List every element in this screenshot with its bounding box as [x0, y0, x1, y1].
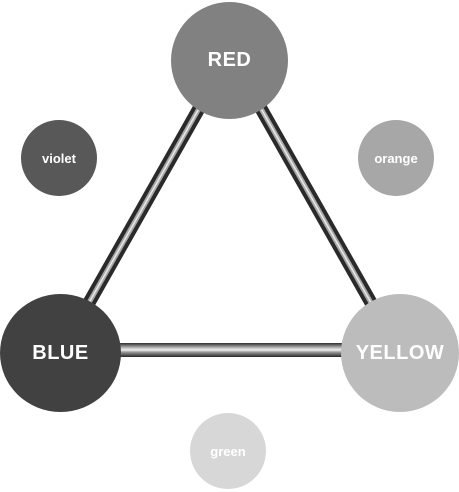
node-yellow: YELLOW: [341, 294, 459, 412]
node-red: RED: [171, 2, 288, 119]
node-yellow-label: YELLOW: [355, 341, 445, 364]
node-violet: violet: [21, 120, 97, 196]
node-red-label: RED: [207, 49, 252, 71]
node-orange-label: orange: [374, 150, 418, 166]
node-green: green: [190, 413, 266, 489]
node-orange: orange: [358, 120, 434, 196]
node-blue: BLUE: [0, 294, 121, 412]
node-violet-label: violet: [42, 150, 76, 166]
node-blue-label: BLUE: [32, 341, 89, 364]
node-green-label: green: [210, 443, 246, 459]
connector-red-blue: [80, 101, 207, 312]
connector-red-yellow: [253, 101, 380, 312]
connector-blue-yellow: [110, 343, 354, 357]
